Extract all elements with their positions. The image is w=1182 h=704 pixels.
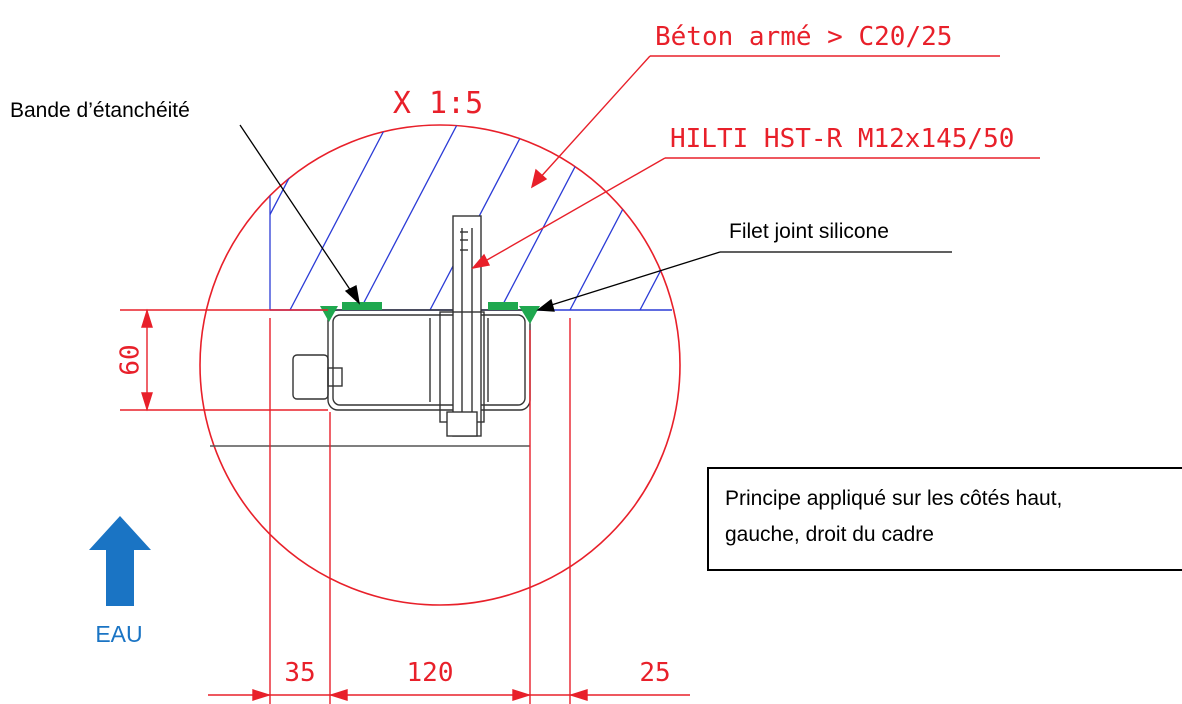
anchor-leader: [471, 157, 1040, 270]
detail-circle: [199, 124, 681, 606]
frame-width-text: 120: [407, 658, 454, 688]
principle-note-line-1: Principe appliqué sur les côtés haut,: [725, 487, 1063, 510]
silicone-leader: [536, 251, 952, 312]
anchor-label: HILTI HST-R M12x145/50: [670, 124, 1014, 154]
height-dimension-text: 60: [116, 344, 146, 375]
silicone-label: Filet joint silicone: [729, 220, 889, 243]
anchor-bolt: [439, 215, 485, 437]
water-label: EAU: [95, 621, 142, 647]
seal-band-label: Bande d’étanchéité: [10, 99, 190, 122]
extension-lines: [269, 318, 571, 704]
concrete-label: Béton armé > C20/25: [655, 22, 952, 52]
bottom-dimension-chain: [208, 689, 690, 701]
right-gap-text: 25: [639, 658, 670, 688]
concrete-leader: [530, 55, 1000, 189]
frame-profile: [292, 309, 531, 411]
principle-note: Principe appliqué sur les côtés haut, ga…: [707, 467, 1182, 571]
scale-label: X 1:5: [393, 86, 483, 121]
height-dimension: [120, 308, 328, 412]
seal-band-leader: [239, 124, 360, 305]
left-gap-text: 35: [284, 658, 315, 688]
arrow-up-icon: [89, 516, 151, 606]
principle-note-line-2: gauche, droit du cadre: [725, 523, 934, 546]
concrete-hatch: [269, 125, 672, 311]
